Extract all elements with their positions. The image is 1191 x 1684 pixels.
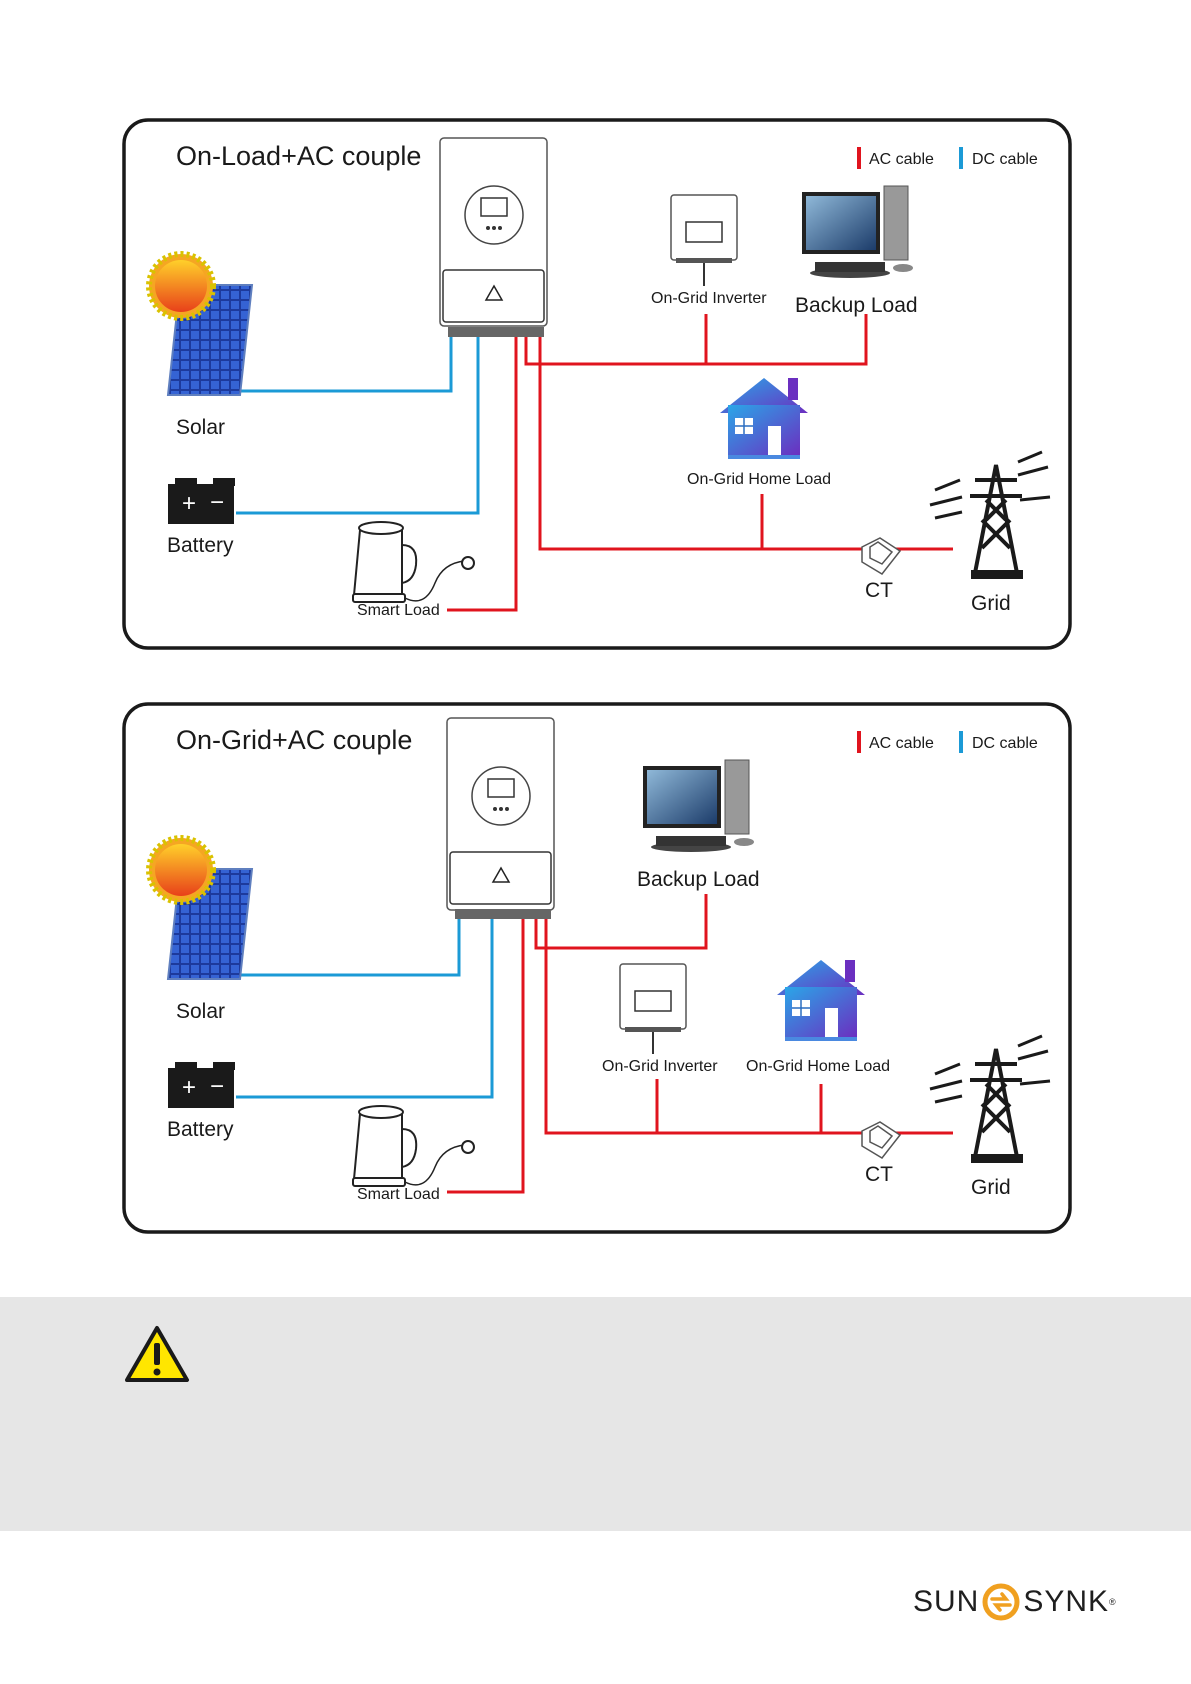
svg-text:+: + [182, 1074, 196, 1101]
dc-cables [236, 919, 492, 1097]
battery-icon: + − [168, 478, 235, 524]
sunsynk-logo: SUN SYNK ® [913, 1580, 1117, 1624]
solar-label: Solar [176, 1000, 225, 1024]
battery-label: Battery [167, 534, 234, 558]
ongrid-inverter-icon [620, 964, 686, 1054]
ac-cable-legend-swatch [857, 147, 861, 169]
ac-cable-legend-label: AC cable [869, 735, 934, 753]
svg-text:−: − [210, 1073, 224, 1100]
diagram-frame [124, 120, 1070, 648]
diagram-title: On-Load+AC couple [176, 141, 421, 172]
dc-cables [236, 332, 478, 513]
dc-cable-legend-label: DC cable [972, 735, 1038, 753]
diagram-graphics: + − [0, 584, 1191, 1244]
dc-cable-legend-swatch [959, 147, 963, 169]
ac-cable-legend-swatch [857, 731, 861, 753]
backup-load-label: Backup Load [637, 868, 760, 892]
warning-band [0, 1297, 1191, 1531]
ct-clamp-icon [862, 1122, 900, 1158]
hybrid-inverter-icon [447, 718, 554, 919]
solar-panel-icon [149, 838, 252, 979]
backup-load-label: Backup Load [795, 294, 918, 318]
home-load-label: On-Grid Home Load [746, 1058, 890, 1076]
computer-icon [802, 186, 913, 278]
solar-panel-icon [149, 254, 252, 395]
ct-label: CT [865, 1163, 893, 1187]
diagram-frame [124, 704, 1070, 1232]
logo-text-right: SYNK [1023, 1585, 1109, 1619]
registered-mark: ® [1109, 1597, 1117, 1607]
logo-text-left: SUN [913, 1585, 979, 1619]
ongrid-inverter-label: On-Grid Inverter [651, 290, 767, 308]
kettle-icon [353, 1106, 474, 1186]
svg-text:−: − [210, 489, 224, 516]
logo-mark-icon [982, 1583, 1020, 1621]
warning-icon [124, 1325, 190, 1383]
svg-text:+: + [182, 490, 196, 517]
computer-icon [643, 760, 754, 852]
pylon-icon [930, 1036, 1050, 1161]
battery-icon: + − [168, 1062, 235, 1108]
smart-load-label: Smart Load [357, 1186, 440, 1204]
pylon-icon [930, 452, 1050, 577]
diagram-onload-ac-couple: + − [0, 0, 1191, 660]
dc-cable-legend-label: DC cable [972, 151, 1038, 169]
diagram-title: On-Grid+AC couple [176, 725, 412, 756]
home-load-label: On-Grid Home Load [687, 471, 831, 489]
house-icon [720, 378, 808, 459]
grid-label: Grid [971, 1176, 1011, 1200]
house-icon [777, 960, 865, 1041]
diagram-graphics: + − [0, 0, 1191, 660]
hybrid-inverter-icon [440, 138, 547, 337]
ct-clamp-icon [862, 538, 900, 574]
solar-label: Solar [176, 416, 225, 440]
ac-cable-legend-label: AC cable [869, 151, 934, 169]
diagram-ongrid-ac-couple: + − [0, 584, 1191, 1244]
ongrid-inverter-label: On-Grid Inverter [602, 1058, 718, 1076]
dc-cable-legend-swatch [959, 731, 963, 753]
ongrid-inverter-icon [671, 195, 737, 286]
battery-label: Battery [167, 1118, 234, 1142]
